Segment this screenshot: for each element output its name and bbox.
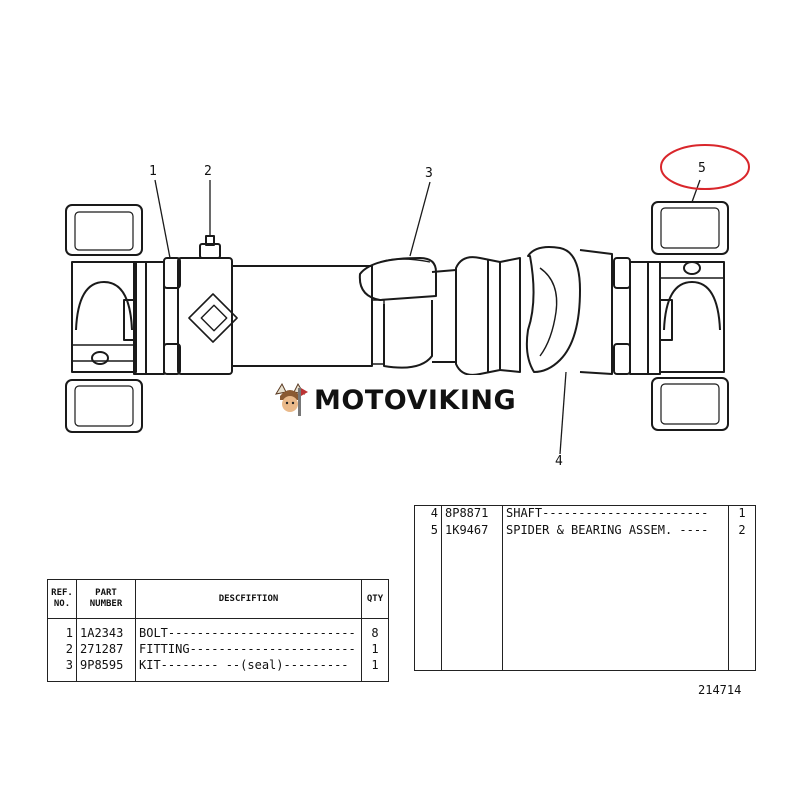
- ref-cell: 2: [65, 642, 73, 656]
- drawing-number: 214714: [698, 683, 742, 697]
- parts-table-right: 4 8P8871 SHAFT----------------------- 1 …: [414, 505, 756, 671]
- qty-cell: 1: [361, 657, 389, 673]
- left-bearing-cap-top: [65, 204, 143, 256]
- bolt-head-right-bottom: [613, 343, 631, 375]
- bolt-head-left-bottom: [163, 343, 181, 375]
- header-ref-no: REF. NO.: [47, 579, 77, 619]
- description-cell: SPIDER & BEARING ASSEM. ----: [502, 523, 729, 540]
- ref-cell: 1: [65, 626, 73, 640]
- callout-5: 5: [698, 161, 706, 176]
- left-flange: [133, 261, 165, 375]
- table-row: 4 8P8871 SHAFT----------------------- 1: [415, 505, 756, 523]
- right-bearing-cap-bottom: [651, 377, 729, 431]
- parts-table-left: REF. NO. PART NUMBER DESCFIFTION QTY 1 1…: [47, 579, 389, 682]
- callout-4: 4: [555, 454, 563, 469]
- shaft-twisted-section: [525, 246, 581, 373]
- brand-name: MOTOVIKING: [314, 384, 517, 416]
- table-row: 1 1A2343 BOLT-------------------------- …: [48, 625, 389, 641]
- brand-watermark: MOTOVIKING: [264, 375, 536, 425]
- right-bearing-cap-top: [651, 201, 729, 255]
- grease-fitting: [199, 243, 221, 259]
- callout-2: 2: [204, 164, 212, 179]
- left-bearing-cap-bottom: [65, 379, 143, 433]
- ref-cell: 4: [430, 506, 438, 520]
- qty-cell: 8: [361, 625, 389, 641]
- description-cell: SHAFT-----------------------: [502, 505, 729, 523]
- callout-3: 3: [425, 166, 433, 181]
- header-part-number: PART NUMBER: [76, 579, 136, 619]
- part-number-cell: 1A2343: [76, 625, 136, 641]
- ref-cell: 5: [430, 523, 438, 537]
- qty-cell: 2: [728, 523, 756, 540]
- part-number-cell: 8P8871: [441, 505, 503, 523]
- table-row: 5 1K9467 SPIDER & BEARING ASSEM. ---- 2: [415, 523, 756, 540]
- description-cell: FITTING-----------------------: [135, 641, 362, 657]
- right-flange: [629, 261, 661, 375]
- viking-logo-icon: [274, 382, 308, 416]
- bolt-head-right-top: [613, 257, 631, 289]
- table-row: 2 271287 FITTING----------------------- …: [48, 641, 389, 657]
- ref-cell: 3: [65, 658, 73, 672]
- header-qty: QTY: [361, 579, 389, 619]
- left-yoke: [71, 261, 137, 373]
- part-number-cell: 9P8595: [76, 657, 136, 673]
- description-cell: BOLT--------------------------: [135, 625, 362, 641]
- part-number-cell: 271287: [76, 641, 136, 657]
- qty-cell: 1: [728, 505, 756, 523]
- table-row: 3 9P8595 KIT-------- --(seal)--------- 1: [48, 657, 389, 673]
- highlight-circle: [660, 144, 750, 190]
- part-number-cell: 1K9467: [441, 523, 503, 540]
- shaft-tube: [455, 256, 501, 376]
- description-cell: KIT-------- --(seal)---------: [135, 657, 362, 673]
- callout-1: 1: [149, 164, 157, 179]
- header-description: DESCFIFTION: [135, 579, 362, 619]
- bolt-head-left-top: [163, 257, 181, 289]
- qty-cell: 1: [361, 641, 389, 657]
- slip-tube: [232, 265, 373, 367]
